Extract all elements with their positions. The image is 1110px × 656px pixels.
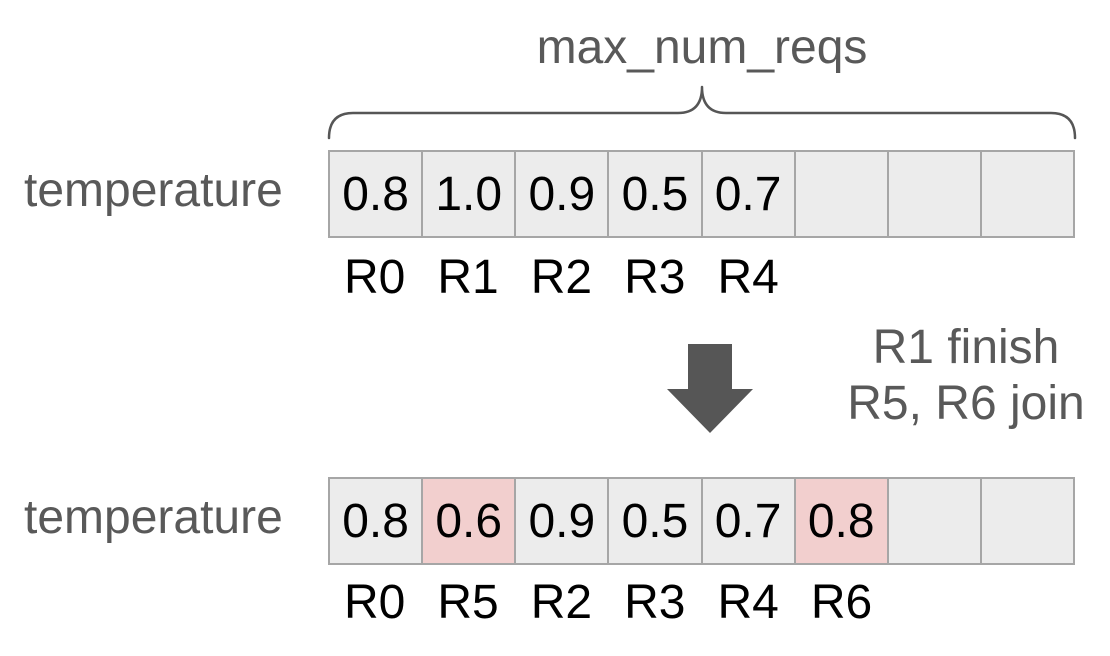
request-label: R2 <box>530 576 593 629</box>
array-cell <box>888 479 982 563</box>
row-label-temperature-top: temperature <box>24 164 283 217</box>
cell-value: 0.9 <box>528 167 596 221</box>
cell-value: 0.6 <box>435 494 503 548</box>
array-cell: 0.5 <box>609 479 703 563</box>
transition-line-2: R5, R6 join <box>847 377 1085 430</box>
array-cell: 0.7 <box>702 152 796 236</box>
request-label: R0 <box>344 576 406 629</box>
down-arrow-shape <box>667 344 753 433</box>
array-cell: 0.8 <box>330 152 424 236</box>
request-label: R3 <box>624 251 686 304</box>
brace-path <box>327 85 1077 140</box>
request-label-empty <box>982 254 1075 302</box>
array-cell: 0.9 <box>516 479 610 563</box>
request-labels-bottom: R0 R5 R2 R3 R4 R6 <box>328 579 1075 627</box>
cell-value: 0.5 <box>621 494 689 548</box>
request-label: R4 <box>717 576 779 629</box>
request-label: R0 <box>344 251 406 304</box>
array-cell-highlighted: 0.8 <box>795 479 889 563</box>
cell-value: 0.7 <box>714 167 782 221</box>
row-label-temperature-bottom: temperature <box>24 491 283 544</box>
temperature-array-top: 0.8 1.0 0.9 0.5 0.7 <box>328 150 1075 238</box>
cell-value: 0.8 <box>342 494 409 548</box>
request-labels-top: R0 R1 R2 R3 R4 <box>328 254 1075 302</box>
request-label-empty <box>795 254 888 302</box>
array-cell: 0.9 <box>516 152 610 236</box>
request-label-empty <box>888 579 981 627</box>
request-label: R6 <box>810 576 873 629</box>
request-label: R5 <box>437 576 499 629</box>
transition-line-1: R1 finish <box>872 321 1060 374</box>
array-cell: 0.8 <box>330 479 424 563</box>
cell-value: 0.5 <box>621 167 689 221</box>
array-cell: 0.5 <box>609 152 703 236</box>
cell-value: 0.8 <box>807 494 875 548</box>
transition-note: R1 finish R5, R6 join <box>835 320 1097 432</box>
max-num-reqs-label: max_num_reqs <box>536 21 868 74</box>
request-label: R4 <box>717 251 779 304</box>
temperature-array-bottom: 0.8 0.6 0.9 0.5 0.7 0.8 <box>328 477 1075 565</box>
array-cell <box>981 479 1073 563</box>
cell-value: 0.7 <box>714 494 782 548</box>
array-cell <box>795 152 889 236</box>
request-label-empty <box>888 254 981 302</box>
cell-value: 0.9 <box>528 494 596 548</box>
cell-value: 0.8 <box>342 167 409 221</box>
array-cell-highlighted: 0.6 <box>423 479 517 563</box>
array-cell <box>981 152 1073 236</box>
array-cell <box>888 152 982 236</box>
request-label-empty <box>982 579 1075 627</box>
request-label: R2 <box>530 251 593 304</box>
cell-value: 1.0 <box>435 167 503 221</box>
request-label: R3 <box>624 576 686 629</box>
array-cell: 0.7 <box>702 479 796 563</box>
array-cell: 1.0 <box>423 152 517 236</box>
request-label: R1 <box>437 251 499 304</box>
